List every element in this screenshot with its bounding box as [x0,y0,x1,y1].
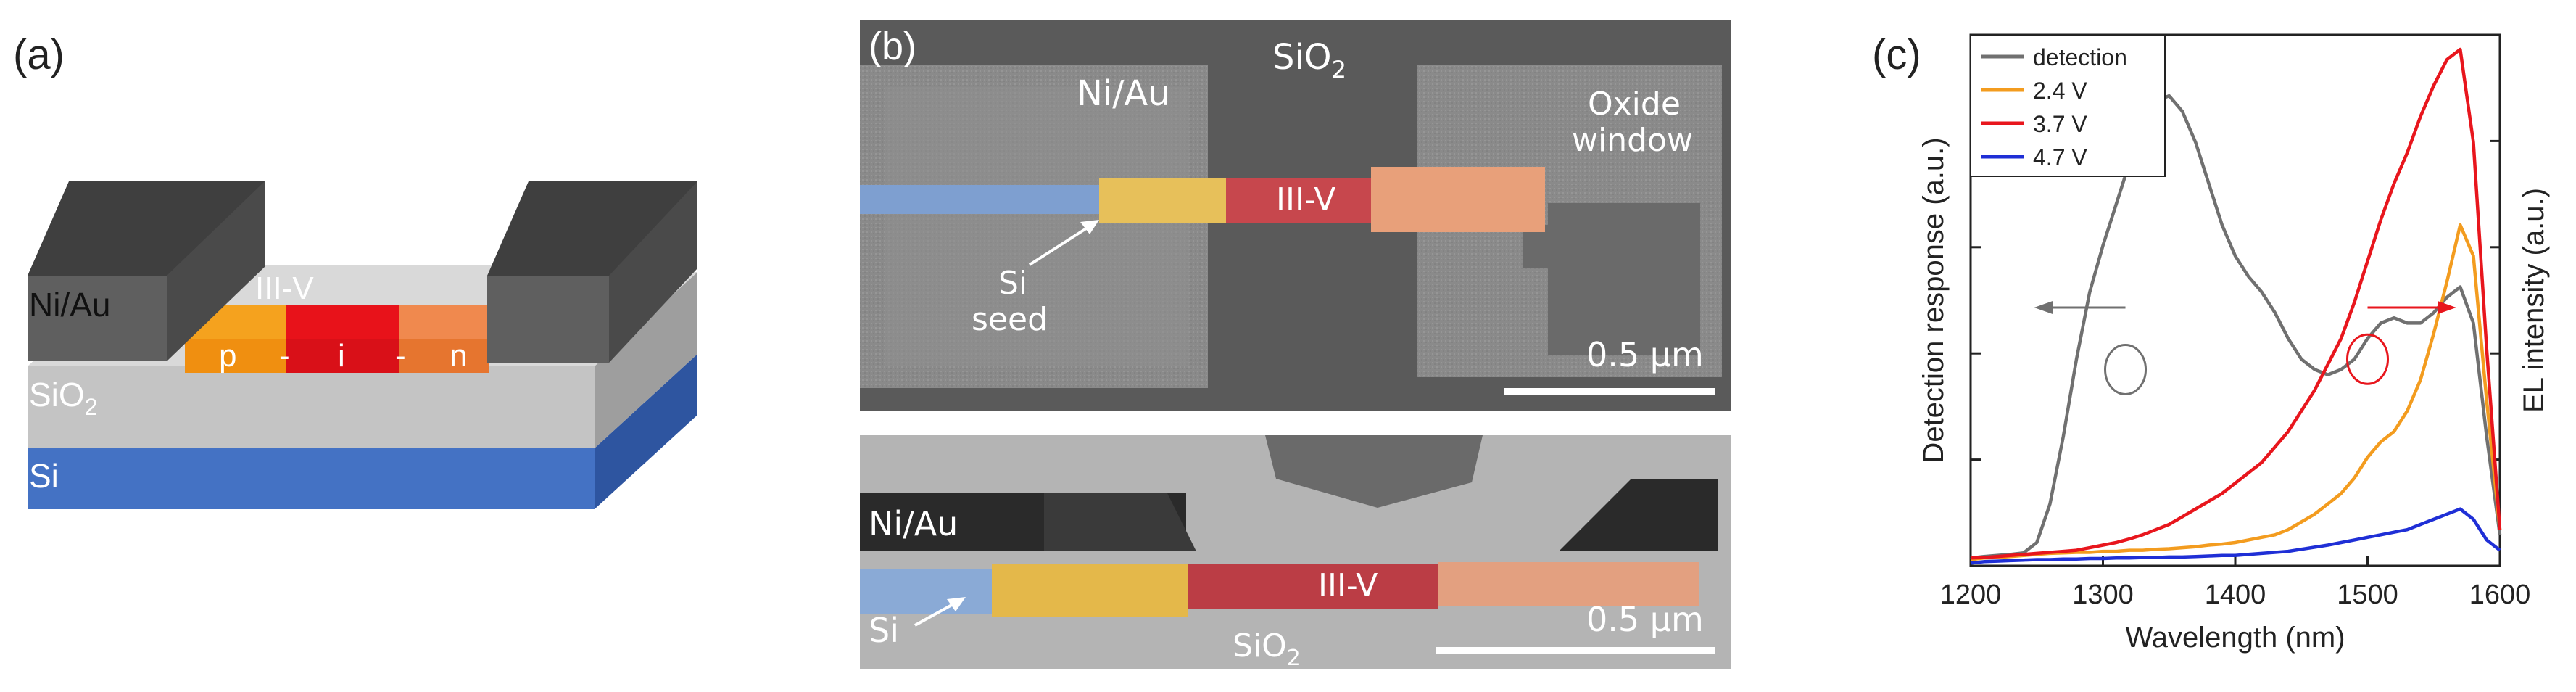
nanowire-i-upper [286,305,399,339]
x-tick-label-1300: 1300 [2072,580,2134,610]
legend-label-1: 2.4 V [2033,78,2087,104]
sem-top-seed-arrow-head [1080,220,1099,234]
tem-bottom-scale-bar-label: 0.5 µm [1586,600,1704,639]
tem-bottom-left-contact-edge [1044,493,1196,551]
sem-top-label-oxide: Oxide [1588,86,1681,123]
sem-top-nanowire-i [1226,178,1371,223]
x-tick-label-1500: 1500 [2337,580,2398,610]
tem-bottom-si-arrow [914,601,958,627]
chart-legend: detection 2.4 V 3.7 V 4.7 V [1970,34,2166,177]
legend-label-2: 3.7 V [2033,111,2087,137]
tem-bottom-si [860,569,992,614]
sem-top-label-iiiv: III-V [1276,181,1335,218]
x-tick-label-1600: 1600 [2469,580,2531,610]
label-iiiv-a: III-V [255,271,314,306]
detection-axis-circle [2104,343,2148,395]
tem-bottom-image: Ni/Au Si III-V SiO2 0.5 µm [860,435,1731,671]
sem-top-scale-bar [1504,388,1715,395]
label-si-a: Si [29,457,59,495]
sem-top-left-pad-inner [885,87,1189,366]
el-axis-arrow-head [2438,301,2456,314]
right-contact-front [487,276,609,363]
sio2-layer-front [28,366,595,448]
panel-a-label: (a) [13,31,65,78]
series-line-2 [1970,47,2502,560]
nanowire-n-upper [399,305,489,339]
sem-top-si-seed [860,185,1099,214]
tem-bottom-cap [1265,435,1483,508]
tem-bottom-label-sio2: SiO2 [1233,627,1301,671]
nanowire-p-lower [185,339,286,373]
x-tick-label-1200: 1200 [1940,580,2002,610]
sem-top-seed-arrow [1028,223,1093,266]
sem-top-image: Ni/Au SiO2 Oxide window III-V Si seed 0.… [860,20,1731,411]
y-axis-label-left: Detection response (a.u.) [1918,137,1950,463]
sem-top-nanowire-p [1099,178,1226,223]
tem-bottom-nanowire-i [1188,564,1438,609]
si-substrate-front [28,448,595,509]
label-p-region: p [219,338,236,374]
chart-annotations [2034,301,2456,395]
tem-bottom-nanowire-p [992,564,1188,617]
legend-label-3: 4.7 V [2033,144,2087,170]
tem-bottom-scale-bar [1436,647,1715,654]
detection-axis-arrow-head [2034,301,2053,314]
label-n-region: n [450,338,467,374]
sem-top-label-sio2: SiO2 [1272,37,1346,83]
x-tick-label-1400: 1400 [2205,580,2266,610]
sem-top-label-si: Si [998,265,1027,302]
panel-c-label: (c) [1872,31,1921,78]
sem-top-label-window: window [1572,122,1693,159]
right-contact-side [609,181,697,363]
sem-top-label-ni-au: Ni/Au [1077,73,1170,114]
label-dash-1: - [279,338,290,374]
tem-bottom-label-iiiv: III-V [1318,567,1378,604]
si-substrate-side [595,354,697,509]
tem-bottom-label-ni-au: Ni/Au [869,504,958,543]
sem-top-scale-bar-label: 0.5 µm [1586,335,1704,374]
y-axis-label-right: EL intensity (a.u.) [2518,188,2550,413]
chart-series [1970,47,2502,565]
sem-top-oxide-window [1548,203,1700,355]
x-axis-label: Wavelength (nm) [2125,622,2345,654]
panel-a-schematic: Ni/Au SiO2 Si III-V p - i - n [28,181,697,509]
tem-bottom-right-contact [1559,479,1718,551]
sem-top-label-seed: seed [972,301,1048,338]
nanowire-n-lower [399,339,489,373]
legend-label-0: detection [2033,44,2127,70]
label-i-region: i [338,338,345,374]
label-dash-2: - [395,338,406,374]
tem-bottom-label-si: Si [869,611,899,650]
panel-b-label: (b) [869,25,916,68]
label-ni-au-a: Ni/Au [29,286,110,324]
label-sio2-a: SiO2 [29,376,97,420]
tem-bottom-nanowire-n [1438,562,1699,606]
series-line-1 [1970,223,2502,561]
series-line-0 [1970,94,2502,560]
el-axis-circle [2346,333,2389,385]
tem-bottom-si-arrow-head [947,597,966,611]
sem-top-nanowire-n [1371,167,1545,232]
sio2-layer-side [595,272,697,448]
left-contact-front [28,276,167,361]
left-contact-side [167,181,265,361]
nanowire-top [185,265,522,305]
panel-b-micrographs: Ni/Au SiO2 Oxide window III-V Si seed 0.… [860,20,1731,671]
series-line-3 [1970,507,2501,565]
nanowire-i-lower [286,339,399,373]
